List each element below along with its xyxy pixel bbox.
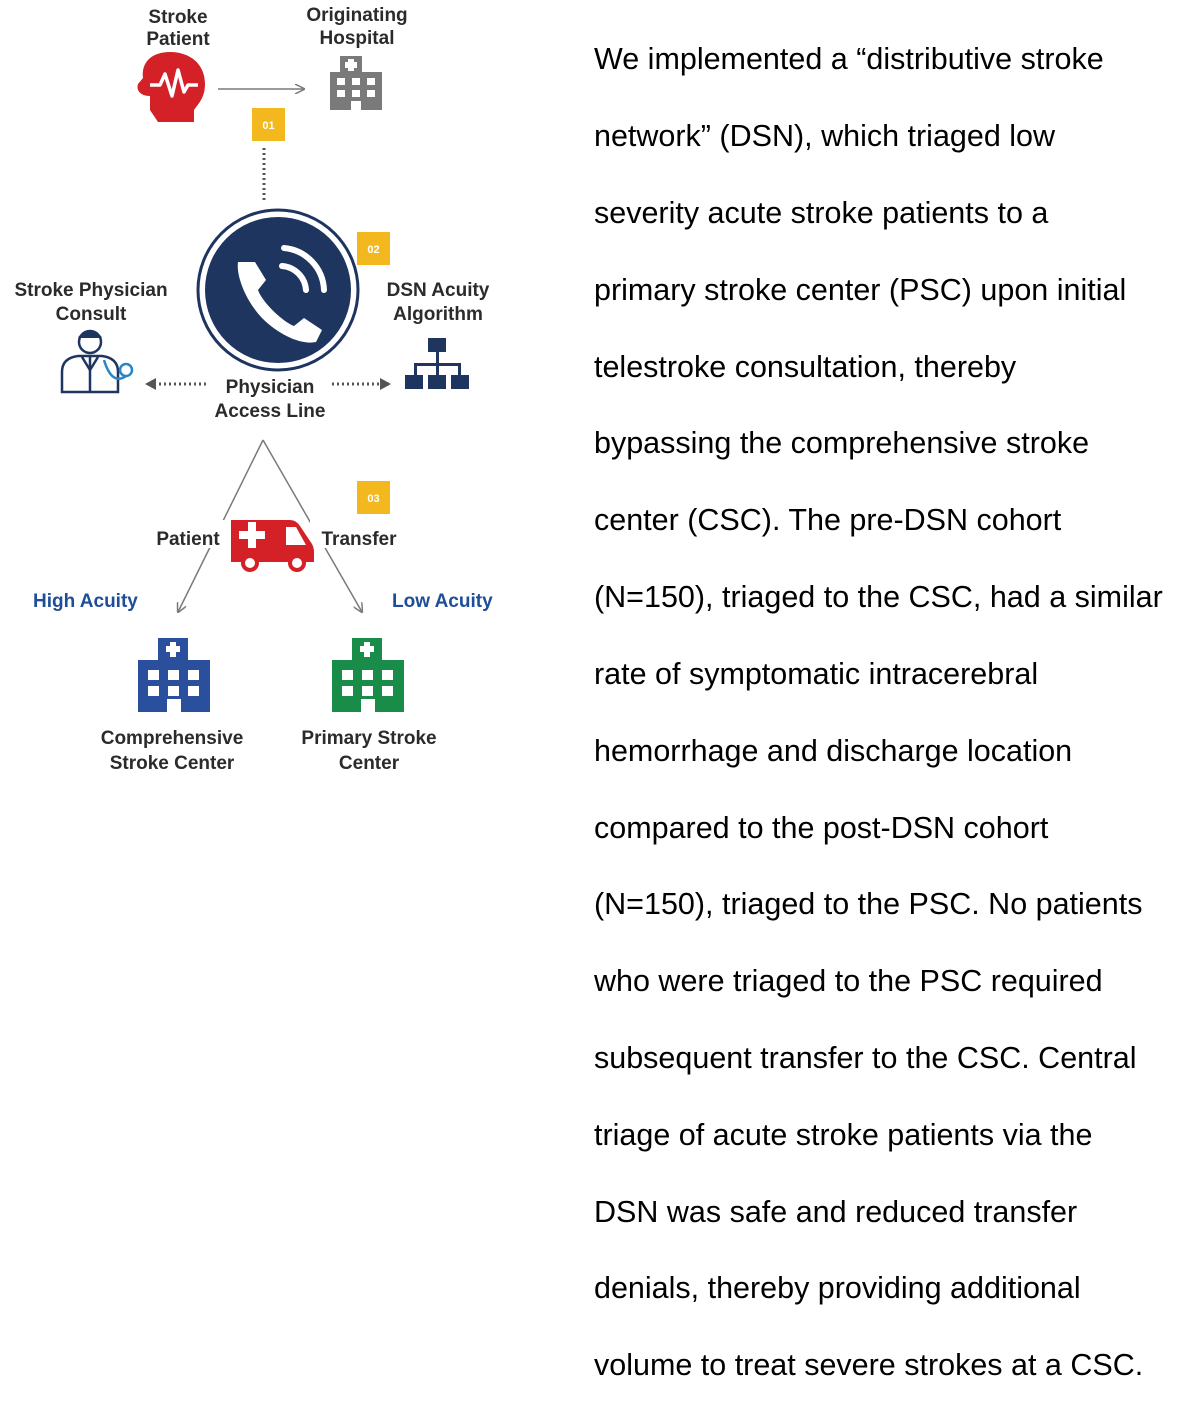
step-badge-02: 02 <box>357 232 390 265</box>
step-badge-03: 03 <box>357 481 390 514</box>
paragraph-line: hemorrhage and discharge location <box>594 733 1073 768</box>
originating-hospital-label-2: Hospital <box>320 28 395 49</box>
transfer-label: Transfer <box>322 529 398 550</box>
paragraph-line: denials, thereby providing additional <box>594 1271 1081 1306</box>
paragraph-line: We implemented a “distributive stroke <box>594 42 1104 77</box>
paragraph-line: subsequent transfer to the CSC. Central <box>594 1040 1137 1075</box>
stroke-patient-label-2: Patient <box>146 29 210 50</box>
high-acuity-label: High Acuity <box>33 591 138 612</box>
paragraph-line: network” (DSN), which triaged low <box>594 119 1056 154</box>
dsn-acuity-algorithm-label-2: Algorithm <box>393 304 483 325</box>
paragraph-line: primary stroke center (PSC) upon initial <box>594 272 1127 307</box>
stroke-patient-label-1: Stroke <box>148 7 207 28</box>
low-acuity-label: Low Acuity <box>392 591 493 612</box>
stroke-network-diagram: Stroke Patient Originating Hospital 01 <box>14 5 493 774</box>
primary-stroke-center-icon <box>332 638 404 712</box>
paragraph-line: telestroke consultation, thereby <box>594 349 1017 384</box>
physician-access-line-label-2: Access Line <box>215 401 326 422</box>
comprehensive-stroke-center-label-1: Comprehensive <box>101 728 244 749</box>
paragraph-line: compared to the post-DSN cohort <box>594 810 1049 845</box>
paragraph-line: DSN was safe and reduced transfer <box>594 1194 1078 1229</box>
paragraph-line: severity acute stroke patients to a <box>594 196 1049 231</box>
paragraph-line: who were triaged to the PSC required <box>594 964 1103 999</box>
primary-stroke-center-label-2: Center <box>339 753 400 774</box>
hierarchy-icon <box>405 338 469 389</box>
physician-icon <box>60 329 134 394</box>
paragraph-line: (N=150), triaged to the CSC, had a simil… <box>594 580 1163 615</box>
primary-stroke-center-label-1: Primary Stroke <box>301 728 436 749</box>
dsn-acuity-algorithm-label-1: DSN Acuity <box>387 280 490 301</box>
paragraph-line: volume to treat severe strokes at a CSC. <box>594 1348 1144 1383</box>
originating-hospital-label-1: Originating <box>306 5 407 26</box>
abstract-paragraph: We implemented a “distributive stroke ne… <box>594 2 1194 1423</box>
comprehensive-stroke-center-label-2: Stroke Center <box>110 753 235 774</box>
originating-hospital-icon <box>330 56 382 110</box>
stroke-physician-consult-label-1: Stroke Physician <box>14 280 167 301</box>
paragraph-line: (N=150), triaged to the PSC. No patients <box>594 887 1143 922</box>
svg-text:03: 03 <box>367 493 379 505</box>
step-badge-01: 01 <box>252 108 285 141</box>
stroke-physician-consult-label-2: Consult <box>56 304 127 325</box>
phone-icon <box>196 208 360 372</box>
paragraph-line: bypassing the comprehensive stroke <box>594 426 1090 461</box>
comprehensive-stroke-center-icon <box>138 638 210 712</box>
stroke-patient-head-icon <box>137 52 205 122</box>
physician-access-line-label-1: Physician <box>226 377 315 398</box>
patient-label: Patient <box>156 529 220 550</box>
paragraph-line: triage of acute stroke patients via the <box>594 1117 1093 1152</box>
svg-text:01: 01 <box>262 120 274 132</box>
svg-text:02: 02 <box>367 244 379 256</box>
paragraph-line: center (CSC). The pre-DSN cohort <box>594 503 1062 538</box>
ambulance-icon <box>231 520 314 572</box>
paragraph-line: rate of symptomatic intracerebral <box>594 656 1039 691</box>
